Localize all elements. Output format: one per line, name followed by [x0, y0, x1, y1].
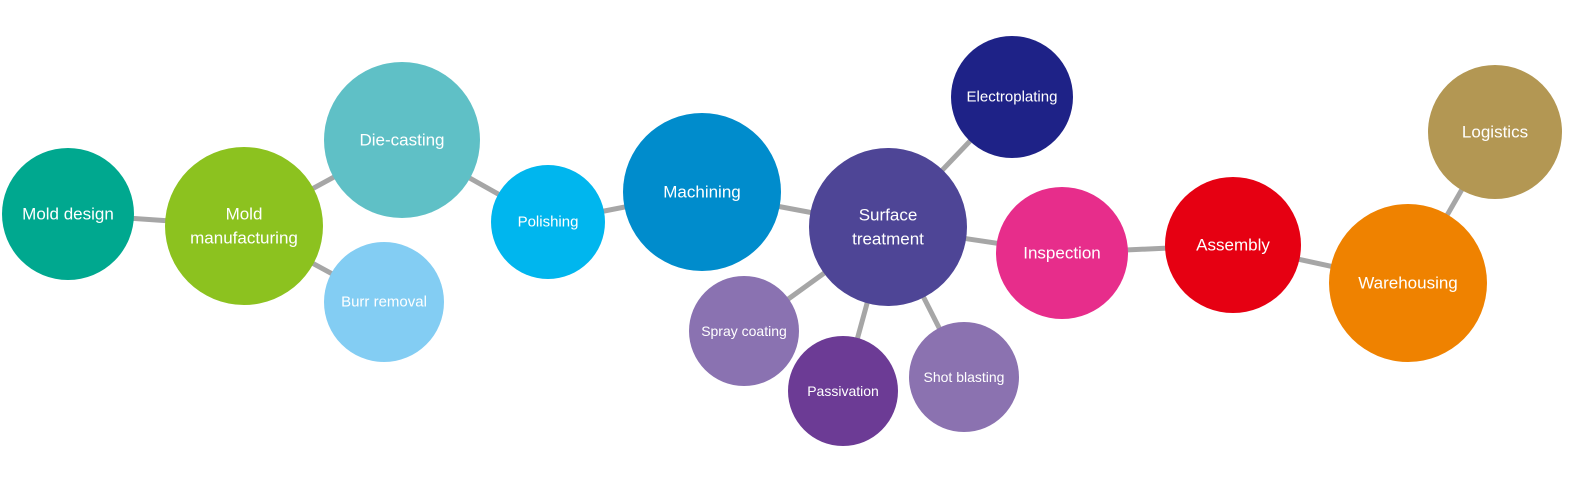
- process-nodes: Mold design Mold manufacturing Die-castingB…: [2, 36, 1562, 446]
- node-circle-surface-treatment: [809, 148, 967, 306]
- node-circle-passivation: [788, 336, 898, 446]
- node-spray-coating: Spray coating: [689, 276, 799, 386]
- node-label-spray-coating: Spray coating: [701, 323, 787, 339]
- node-circle-logistics: [1428, 65, 1562, 199]
- node-logistics: Logistics: [1428, 65, 1562, 199]
- node-circle-spray-coating: [689, 276, 799, 386]
- node-label-machining: Machining: [663, 183, 741, 202]
- node-circle-mold-manufacturing: [165, 147, 323, 305]
- node-label-inspection: Inspection: [1023, 244, 1101, 263]
- node-label-assembly: Assembly: [1196, 236, 1270, 255]
- node-burr-removal: Burr removal: [324, 242, 444, 362]
- node-circle-machining: [623, 113, 781, 271]
- node-surface-treatment: Surface treatment: [809, 148, 967, 306]
- node-circle-electroplating: [951, 36, 1073, 158]
- node-label-surface-treatment: Surface: [859, 206, 918, 225]
- node-electroplating: Electroplating: [951, 36, 1073, 158]
- node-label-warehousing: Warehousing: [1358, 274, 1458, 293]
- node-passivation: Passivation: [788, 336, 898, 446]
- node-circle-burr-removal: [324, 242, 444, 362]
- node-circle-mold-design: [2, 148, 134, 280]
- node-circle-warehousing: [1329, 204, 1487, 362]
- node-circle-die-casting: [324, 62, 480, 218]
- node-circle-polishing: [491, 165, 605, 279]
- node-label-electroplating: Electroplating: [967, 89, 1058, 106]
- node-shot-blasting: Shot blasting: [909, 322, 1019, 432]
- node-inspection: Inspection: [996, 187, 1128, 319]
- node-circle-assembly: [1165, 177, 1301, 313]
- node-die-casting: Die-casting: [324, 62, 480, 218]
- node-label-logistics: Logistics: [1462, 123, 1528, 142]
- node-label-shot-blasting: Shot blasting: [924, 369, 1005, 385]
- node-label-mold-manufacturing: Mold: [226, 205, 263, 224]
- node-mold-design: Mold design: [2, 148, 134, 280]
- node-mold-manufacturing: Mold manufacturing: [165, 147, 323, 305]
- node-label-polishing: Polishing: [518, 214, 579, 231]
- node-label-mold-manufacturing: manufacturing: [190, 229, 298, 248]
- node-machining: Machining: [623, 113, 781, 271]
- node-warehousing: Warehousing: [1329, 204, 1487, 362]
- node-label-mold-design: Mold design: [22, 205, 114, 224]
- node-assembly: Assembly: [1165, 177, 1301, 313]
- node-circle-shot-blasting: [909, 322, 1019, 432]
- node-label-die-casting: Die-casting: [359, 131, 444, 150]
- node-polishing: Polishing: [491, 165, 605, 279]
- node-label-passivation: Passivation: [807, 383, 879, 399]
- node-label-surface-treatment: treatment: [852, 230, 924, 249]
- node-circle-inspection: [996, 187, 1128, 319]
- node-label-burr-removal: Burr removal: [341, 294, 427, 311]
